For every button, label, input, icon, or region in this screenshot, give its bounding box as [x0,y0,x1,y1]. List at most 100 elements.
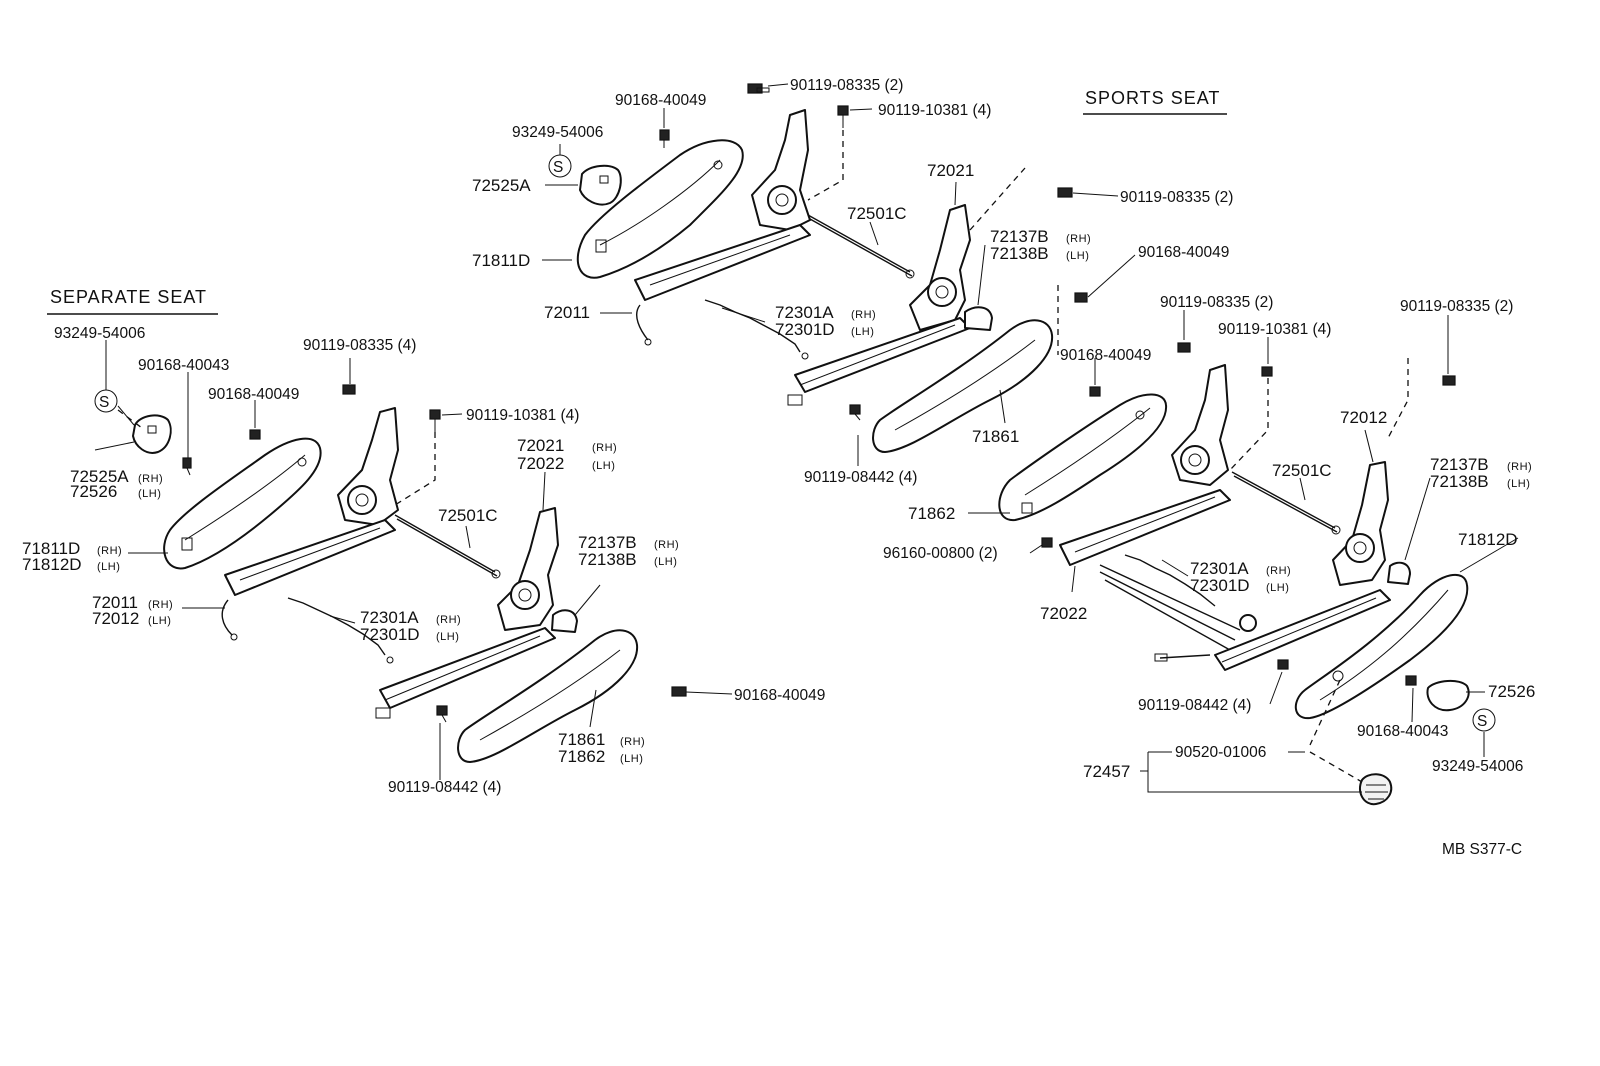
label-72011: 72011 [92,593,138,612]
recliner-knob-72526 [1426,680,1470,712]
label-72022: 72022 [517,454,564,473]
label-72301A-suffix: (RH) [436,614,461,626]
label-72011-suffix: (RH) [148,599,173,611]
recliner-upright-72021 [497,507,559,631]
label-90119-10381: 90119-10381 (4) [1218,321,1331,338]
label-72301D-suffix: (LH) [436,631,459,643]
label-71861: 71861 [972,427,1019,446]
label-72501C: 72501C [847,204,907,223]
bolt-icon [1041,537,1053,548]
recliner-knob-72525A [579,164,622,206]
label-72022: 72022 [1040,604,1087,623]
bolt-icon [1261,366,1273,377]
label-71811D-suffix: (RH) [97,545,122,557]
label-72301A-suffix: (RH) [1266,565,1291,577]
separate-seat-title: SEPARATE SEAT [50,287,207,307]
label-72022-suffix: (LH) [592,460,615,472]
bolt-icon [747,83,770,94]
label-71812D-suffix: (LH) [97,561,120,573]
label-72301A: 72301A [775,303,834,322]
bolt-icon [1442,375,1456,386]
s-mark-symbol [1472,708,1496,732]
label-90119-08335: 90119-08335 (2) [1160,294,1273,311]
label-72301A-suffix: (RH) [851,309,876,321]
label-72137B-suffix: (RH) [1066,233,1091,245]
label-71862-suffix: (LH) [620,753,643,765]
label-90119-08335: 90119-08335 (4) [303,337,416,354]
label-71812D: 71812D [1458,530,1518,549]
label-72138B-suffix: (LH) [1507,478,1530,490]
label-90119-08335: 90119-08335 (2) [790,77,903,94]
seat-side-cover-71861 [457,629,639,763]
cover-cap-sports-72137B [1387,561,1411,585]
s-mark-label: S [99,394,109,411]
label-72301A: 72301A [1190,559,1249,578]
label-71861: 71861 [558,730,605,749]
label-71811D: 71811D [22,539,80,558]
label-72526: 72526 [1488,682,1535,701]
label-72021: 72021 [927,161,974,180]
label-72525A: 72525A [472,176,531,195]
label-90168-40049: 90168-40049 [208,386,299,403]
label-93249-54006: 93249-54006 [512,124,603,141]
label-72138B-suffix: (LH) [1066,250,1089,262]
bolt-icon [1405,675,1417,686]
bolt-icon [1089,386,1101,397]
cover-cap-72137B [964,306,993,331]
label-72457: 72457 [1083,762,1130,781]
label-96160-00800: 96160-00800 (2) [883,545,998,562]
label-72137B-suffix: (RH) [654,539,679,551]
bolt-icon [436,705,448,723]
label-90168-40049: 90168-40049 [734,687,825,704]
label-71861-suffix: (RH) [620,736,645,748]
label-90168-40049: 90168-40049 [615,92,706,109]
seat-rail-72011 [224,519,396,596]
label-72526-suffix: (LH) [138,488,161,500]
label-90119-08335: 90119-08335 (2) [1120,189,1233,206]
bolt-icon [1057,187,1073,198]
bolt-icon [342,384,356,395]
label-90119-08442: 90119-08442 (4) [804,469,917,486]
bolt-icon [671,686,687,697]
label-90119-08442: 90119-08442 (4) [388,779,501,796]
label-72526: 72526 [70,482,117,501]
label-72301D-suffix: (LH) [1266,582,1289,594]
label-72138B-suffix: (LH) [654,556,677,568]
s-mark-label: S [1477,713,1487,730]
label-72137B-suffix: (RH) [1507,461,1532,473]
bolt-icon [1074,292,1088,303]
label-90119-10381: 90119-10381 (4) [878,102,991,119]
bolt-icon [429,409,441,432]
label-90520-01006: 90520-01006 [1175,744,1266,761]
seat-side-cover-71861 [872,319,1054,453]
label-72138B: 72138B [990,244,1049,263]
label-72301D: 72301D [360,625,420,644]
handle-knob-72457 [1358,773,1393,806]
top-seat-assembly: S [542,83,1059,466]
label-72525A-suffix: (RH) [138,473,163,485]
label-72301D-suffix: (LH) [851,326,874,338]
label-72525A: 72525A [70,467,129,486]
seat-side-cover-71811D [163,437,322,570]
label-90168-40043: 90168-40043 [138,357,229,374]
bolt-icon [1177,342,1191,353]
label-72301A: 72301A [360,608,419,627]
label-72501C: 72501C [438,506,498,525]
label-72501C: 72501C [1272,461,1332,480]
bolt-icon [849,404,861,421]
sports-seat-title: SPORTS SEAT [1085,88,1220,108]
label-72301D: 72301D [775,320,835,339]
label-72012-suffix: (LH) [148,615,171,627]
s-mark-label: S [553,159,563,176]
label-72021: 72021 [517,436,564,455]
separate-seat-assembly: S [94,340,733,780]
label-72011: 72011 [544,303,590,322]
bolt-icon [837,105,849,128]
sports-seat-assembly: S [968,187,1519,806]
bolt-icon [659,129,670,148]
figure-code: MB S377-C [1442,841,1522,858]
label-72138B: 72138B [1430,472,1489,491]
label-72012: 72012 [92,609,139,628]
label-90168-40049: 90168-40049 [1138,244,1229,261]
